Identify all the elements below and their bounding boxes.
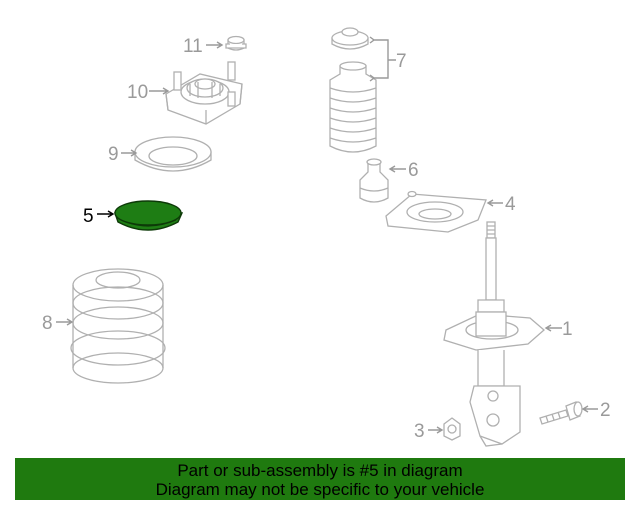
part-3-nut[interactable] bbox=[443, 417, 461, 441]
callout-7-bracket bbox=[369, 36, 396, 82]
part-8-coil-spring[interactable] bbox=[70, 268, 166, 384]
callout-11[interactable]: 11 bbox=[183, 36, 203, 57]
part-6-bump-stop[interactable] bbox=[359, 158, 389, 203]
callout-5[interactable]: 5 bbox=[83, 206, 94, 227]
callout-6[interactable]: 6 bbox=[408, 160, 419, 181]
callout-10-leader bbox=[149, 87, 170, 95]
part-5-spring-insulator[interactable] bbox=[114, 200, 184, 231]
callout-8-leader bbox=[56, 318, 74, 326]
callout-2-leader bbox=[581, 405, 598, 413]
callout-8[interactable]: 8 bbox=[42, 313, 53, 334]
callout-3[interactable]: 3 bbox=[414, 421, 425, 442]
callout-7[interactable]: 7 bbox=[396, 51, 407, 72]
callout-4-leader bbox=[486, 199, 503, 207]
callout-2[interactable]: 2 bbox=[600, 400, 611, 421]
callout-10[interactable]: 10 bbox=[127, 82, 148, 103]
callout-5-leader bbox=[97, 210, 115, 218]
banner-line-1: Part or sub-assembly is #5 in diagram bbox=[177, 461, 463, 480]
callout-4[interactable]: 4 bbox=[505, 194, 516, 215]
part-7-jounce-bumper-dust-boot[interactable] bbox=[329, 27, 377, 153]
callout-3-leader bbox=[428, 426, 444, 434]
callout-1-leader bbox=[544, 324, 562, 332]
suspension-parts-diagram: 11 10 9 5 8 bbox=[42, 27, 611, 447]
callout-9-leader bbox=[121, 149, 138, 157]
part-4-spring-seat-plate[interactable] bbox=[385, 190, 487, 233]
callout-1[interactable]: 1 bbox=[562, 319, 573, 340]
callout-9[interactable]: 9 bbox=[108, 144, 119, 165]
part-1-strut-assembly[interactable] bbox=[443, 221, 545, 447]
part-info-banner: Part or sub-assembly is #5 in diagram Di… bbox=[15, 458, 625, 500]
part-9-upper-spring-seat[interactable] bbox=[134, 136, 212, 172]
part-2-bolt[interactable] bbox=[539, 401, 583, 425]
callout-11-leader bbox=[206, 41, 224, 49]
banner-line-2: Diagram may not be specific to your vehi… bbox=[155, 480, 485, 499]
callout-6-leader bbox=[388, 165, 406, 173]
part-11-nut[interactable] bbox=[225, 35, 247, 51]
part-10-strut-mount[interactable] bbox=[165, 61, 243, 125]
